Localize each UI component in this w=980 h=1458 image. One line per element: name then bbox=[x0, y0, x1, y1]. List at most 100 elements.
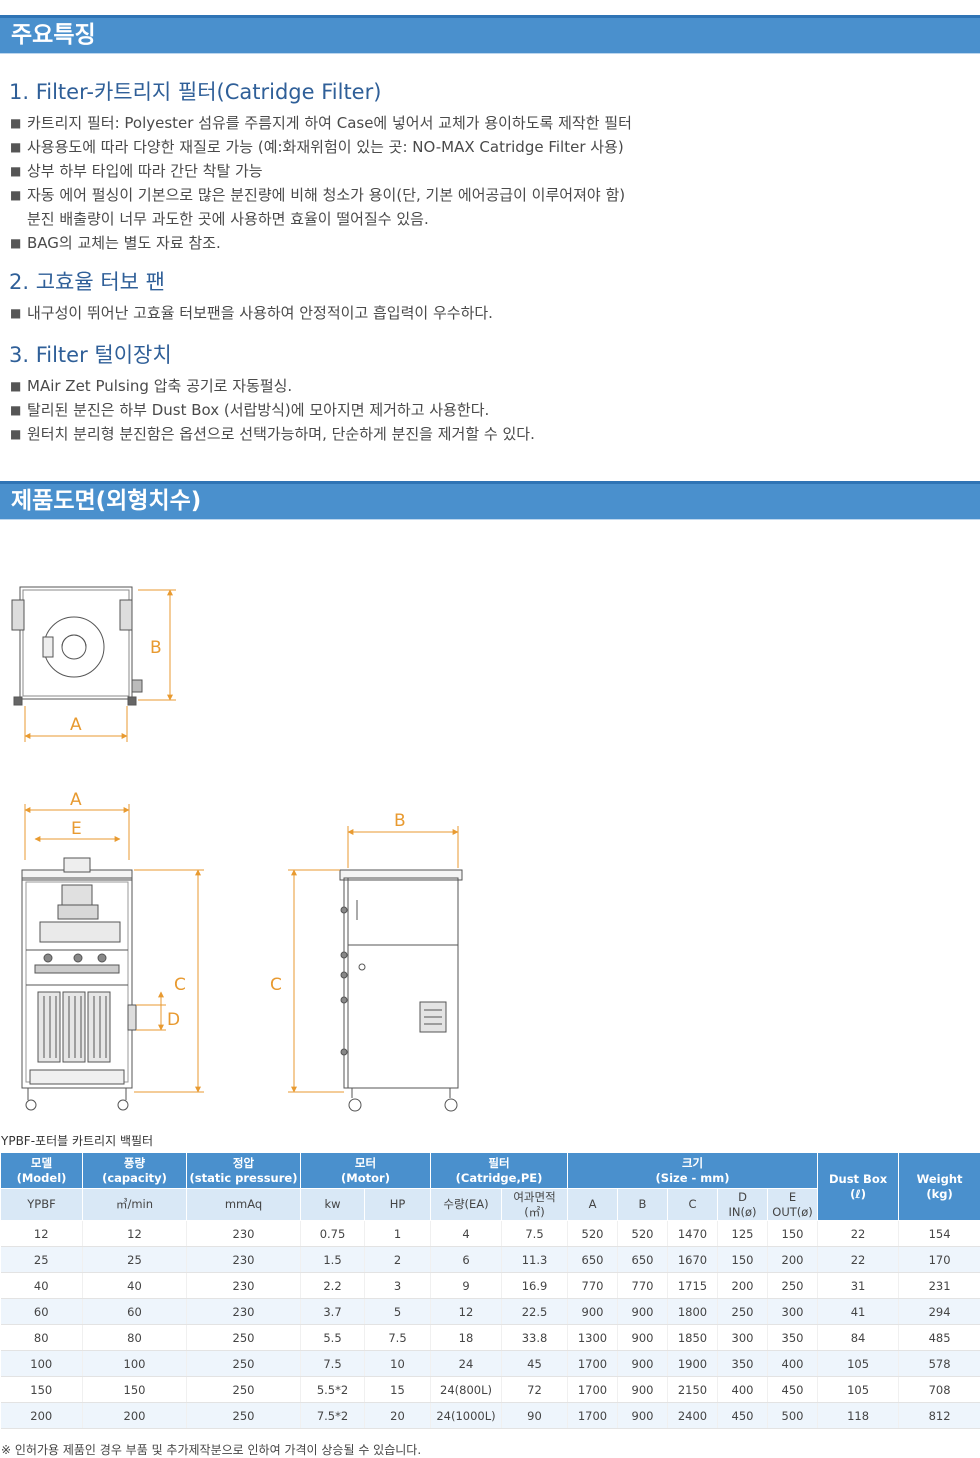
table-cell: 900 bbox=[617, 1298, 668, 1325]
square-bullet-icon: ■ bbox=[10, 116, 22, 130]
table-cell: 900 bbox=[617, 1324, 668, 1351]
table-cell: 7.5*2 bbox=[300, 1402, 365, 1429]
table-cell: 80 bbox=[82, 1324, 187, 1351]
table-cell: 24(1000L) bbox=[430, 1402, 502, 1429]
list-item: ■MAir Zet Pulsing 압축 공기로 자동펄싱. bbox=[9, 374, 969, 398]
table-cell: 5.5*2 bbox=[300, 1376, 365, 1403]
table-cell: 6 bbox=[430, 1246, 502, 1273]
table-cell: 3.7 bbox=[300, 1298, 365, 1325]
table-cell: 3 bbox=[364, 1272, 431, 1299]
table-cell: 7.5 bbox=[501, 1220, 568, 1247]
table-cell: 45 bbox=[501, 1350, 568, 1377]
table-cell: 520 bbox=[617, 1220, 668, 1247]
square-bullet-icon: ■ bbox=[10, 427, 22, 441]
table-cell: 578 bbox=[898, 1350, 980, 1377]
header-motor: 모터 (Motor) bbox=[300, 1152, 431, 1189]
table-cell: 1.5 bbox=[300, 1246, 365, 1273]
feature-list: ■내구성이 뛰어난 고효율 터보팬을 사용하여 안정적이고 흡입력이 우수하다. bbox=[9, 301, 969, 325]
table-cell: 900 bbox=[567, 1298, 618, 1325]
table-cell: 100 bbox=[82, 1350, 187, 1377]
dimension-label-e: E bbox=[71, 819, 82, 839]
table-cell: 4 bbox=[430, 1220, 502, 1247]
table-cell: 90 bbox=[501, 1402, 568, 1429]
footnote: ※ 인허가용 제품인 경우 부품 및 추가제작분으로 인하여 가격이 상승될 수… bbox=[1, 1443, 422, 1457]
feature-title: 1. Filter-카트리지 필터(Catridge Filter) bbox=[9, 80, 382, 104]
list-item: ■탈리된 분진은 하부 Dust Box (서랍방식)에 모아지면 제거하고 사… bbox=[9, 398, 969, 422]
table-cell: 2 bbox=[364, 1246, 431, 1273]
table-cell: 250 bbox=[186, 1402, 301, 1429]
feature-group-fan: 2. 고효율 터보 팬 ■내구성이 뛰어난 고효율 터보팬을 사용하여 안정적이… bbox=[9, 266, 969, 325]
table-cell: 250 bbox=[186, 1324, 301, 1351]
table-cell: 1715 bbox=[667, 1272, 718, 1299]
table-cell: 450 bbox=[717, 1402, 768, 1429]
subheader-hp: HP bbox=[364, 1188, 431, 1221]
front-view bbox=[21, 857, 137, 1111]
table-cell: 40 bbox=[0, 1272, 83, 1299]
table-cell: 230 bbox=[186, 1220, 301, 1247]
square-bullet-icon: ■ bbox=[10, 140, 22, 154]
table-cell: 231 bbox=[898, 1272, 980, 1299]
subheader-c: C bbox=[667, 1188, 718, 1221]
table-cell: 0.75 bbox=[300, 1220, 365, 1247]
list-item: ■BAG의 교체는 별도 자료 참조. bbox=[9, 231, 969, 255]
table-cell: 650 bbox=[617, 1246, 668, 1273]
table-cell: 33.8 bbox=[501, 1324, 568, 1351]
table-cell: 12 bbox=[430, 1298, 502, 1325]
square-bullet-icon: ■ bbox=[10, 188, 22, 202]
table-cell: 9 bbox=[430, 1272, 502, 1299]
table-cell: 1670 bbox=[667, 1246, 718, 1273]
table-cell: 5.5 bbox=[300, 1324, 365, 1351]
table-cell: 150 bbox=[0, 1376, 83, 1403]
table-cell: 708 bbox=[898, 1376, 980, 1403]
feature-group-pulsing: 3. Filter 털이장치 ■MAir Zet Pulsing 압축 공기로 … bbox=[9, 339, 969, 446]
table-cell: 118 bbox=[817, 1402, 900, 1429]
dimension-label-c: C bbox=[174, 975, 186, 995]
header-dustbox: Dust Box (ℓ) bbox=[817, 1152, 900, 1221]
header-filter: 필터 (Catridge,PE) bbox=[430, 1152, 568, 1189]
feature-title: 2. 고효율 터보 팬 bbox=[9, 270, 165, 294]
square-bullet-icon: ■ bbox=[10, 306, 22, 320]
table-cell: 5 bbox=[364, 1298, 431, 1325]
subheader-d: D IN(ø) bbox=[717, 1188, 768, 1221]
table-cell: 2150 bbox=[667, 1376, 718, 1403]
square-bullet-icon: ■ bbox=[10, 379, 22, 393]
table-cell: 350 bbox=[767, 1324, 819, 1351]
side-view bbox=[339, 869, 463, 1112]
feature-list: ■카트리지 필터: Polyester 섬유를 주름지게 하여 Case에 넣어… bbox=[9, 111, 969, 255]
table-cell: 200 bbox=[0, 1402, 83, 1429]
subheader-kw: kw bbox=[300, 1188, 365, 1221]
table-cell: 84 bbox=[817, 1324, 900, 1351]
dimension-label-a: A bbox=[70, 790, 82, 810]
table-cell: 1800 bbox=[667, 1298, 718, 1325]
spec-table: 모델 (Model) 풍량 (capacity) 정압 (static pres… bbox=[0, 1152, 980, 1429]
table-cell: 230 bbox=[186, 1298, 301, 1325]
table-cell: 24(800L) bbox=[430, 1376, 502, 1403]
table-cell: 1700 bbox=[567, 1402, 618, 1429]
dimension-label-d: D bbox=[167, 1010, 180, 1030]
table-cell: 20 bbox=[364, 1402, 431, 1429]
features-section-title: 주요특징 bbox=[11, 22, 96, 48]
table-cell: 40 bbox=[82, 1272, 187, 1299]
table-cell: 125 bbox=[717, 1220, 768, 1247]
header-model: 모델 (Model) bbox=[0, 1152, 83, 1189]
table-cell: 1900 bbox=[667, 1350, 718, 1377]
square-bullet-icon: ■ bbox=[10, 164, 22, 178]
table-cell: 200 bbox=[717, 1272, 768, 1299]
table-cell: 31 bbox=[817, 1272, 900, 1299]
list-item: ■카트리지 필터: Polyester 섬유를 주름지게 하여 Case에 넣어… bbox=[9, 111, 969, 135]
table-cell: 485 bbox=[898, 1324, 980, 1351]
list-item: ■상부 하부 타입에 따라 간단 착탈 가능 bbox=[9, 159, 969, 183]
header-weight: Weight (kg) bbox=[898, 1152, 980, 1221]
table-cell: 10 bbox=[364, 1350, 431, 1377]
table-cell: 250 bbox=[186, 1376, 301, 1403]
table-cell: 16.9 bbox=[501, 1272, 568, 1299]
list-item: ■사용용도에 따라 다양한 재질로 가능 (예:화재위험이 있는 곳: NO-M… bbox=[9, 135, 969, 159]
subheader-capacity: ㎥/min bbox=[82, 1188, 187, 1221]
table-cell: 12 bbox=[0, 1220, 83, 1247]
table-cell: 41 bbox=[817, 1298, 900, 1325]
subheader-qty: 수량(EA) bbox=[430, 1188, 502, 1221]
table-cell: 72 bbox=[501, 1376, 568, 1403]
square-bullet-icon: ■ bbox=[10, 236, 22, 250]
